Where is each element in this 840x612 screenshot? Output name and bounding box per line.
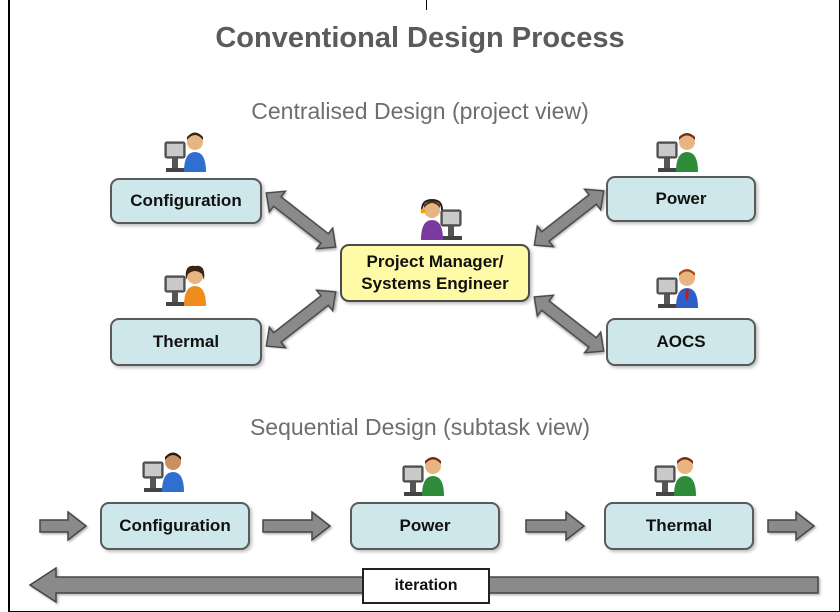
- double-arrow-thermal-hub: [265, 289, 337, 349]
- double-arrow-power-hub: [533, 188, 605, 248]
- step-thermal: Thermal: [604, 502, 754, 550]
- user-at-computer-icon: [142, 452, 184, 492]
- user-at-computer-icon: [420, 198, 462, 240]
- sequential-heading: Sequential Design (subtask view): [249, 414, 591, 440]
- user-at-computer-icon: [402, 457, 444, 496]
- node-power: Power: [606, 176, 756, 222]
- user-at-computer-icon: [654, 457, 696, 496]
- step-configuration: Configuration: [100, 502, 250, 550]
- user-at-computer-icon: [656, 133, 698, 172]
- user-at-computer-icon: [164, 132, 206, 172]
- step-power: Power: [350, 502, 500, 550]
- frame-divider: [426, 0, 427, 10]
- seq-arrow-power-thermal: [525, 510, 586, 542]
- user-at-computer-icon: [164, 265, 206, 306]
- slide-title: Conventional Design Process: [215, 22, 625, 54]
- seq-arrow-start: [39, 510, 88, 542]
- node-configuration: Configuration: [110, 178, 262, 224]
- hub-project-manager: Project Manager/ Systems Engineer: [340, 244, 530, 302]
- double-arrow-configuration-hub: [265, 190, 337, 250]
- hub-line-2: Systems Engineer: [361, 274, 509, 293]
- centralised-heading: Centralised Design (project view): [251, 98, 589, 124]
- node-aocs: AOCS: [606, 318, 756, 366]
- node-thermal: Thermal: [110, 318, 262, 366]
- iteration-label: iteration: [362, 568, 490, 604]
- user-at-computer-icon: [656, 269, 698, 308]
- seq-arrow-end: [767, 510, 816, 542]
- double-arrow-aocs-hub: [533, 294, 605, 354]
- seq-arrow-config-power: [262, 510, 332, 542]
- hub-line-1: Project Manager/: [366, 252, 504, 271]
